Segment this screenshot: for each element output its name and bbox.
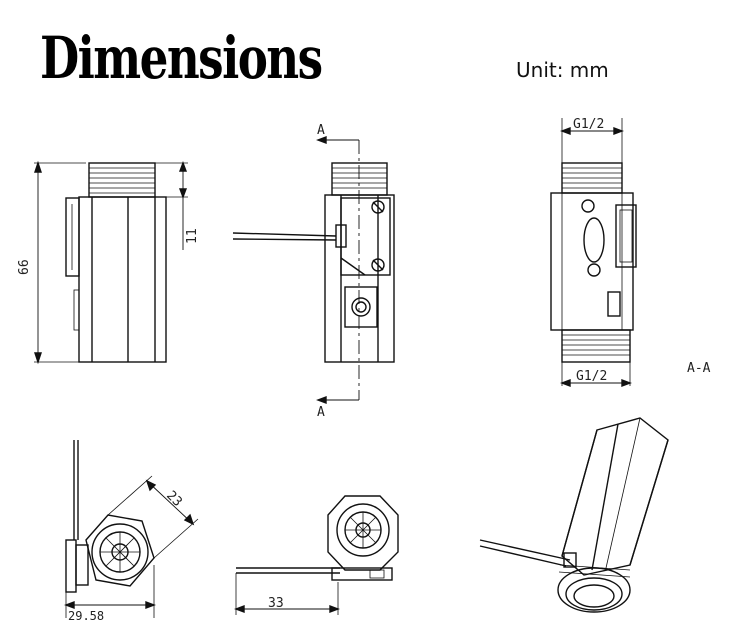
page-title: Dimensions [40,24,323,92]
unit-label: Unit: mm [516,58,609,82]
front-view [34,160,188,365]
thread-label-bottom: G1/2 [576,369,607,384]
dim-cable-length: 33 [268,596,284,611]
isometric-view [479,417,669,613]
section-mark-top: A [317,123,325,138]
section-mark-bottom: A [317,405,325,420]
section-view [550,118,637,388]
section-name: A-A [687,361,711,376]
side-view [232,135,395,405]
dim-hex-flat: 23 [163,488,185,510]
dim-thread-length: 11 [185,228,200,244]
bottom-view-2 [234,495,399,615]
dim-height-total: 66 [17,259,32,275]
dim-width-bottom: 29.58 [68,609,104,623]
thread-label-top: G1/2 [573,117,604,132]
bottom-view-1 [64,440,199,618]
